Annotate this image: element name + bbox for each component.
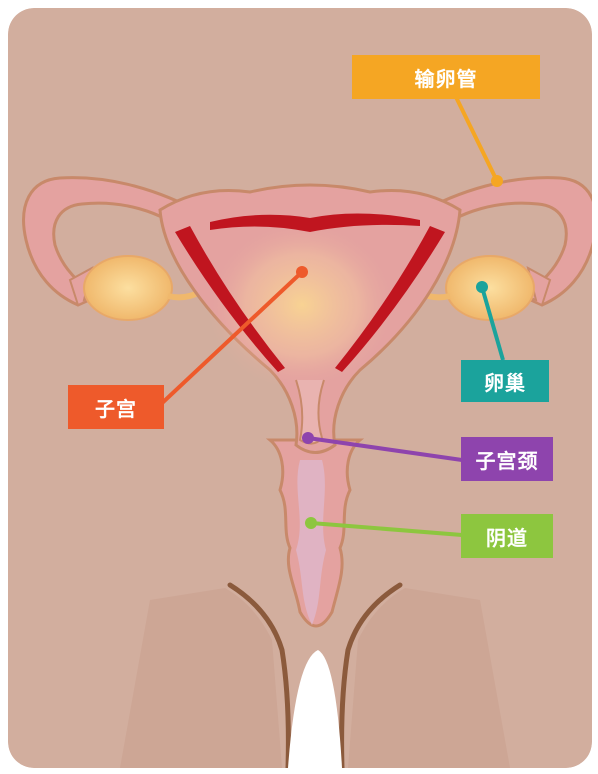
ovary-label: 卵巢 xyxy=(461,360,549,402)
uterus-dot xyxy=(296,266,308,278)
uterus-label: 子宫 xyxy=(68,385,164,429)
vagina-label: 阴道 xyxy=(461,514,553,558)
cervix-dot xyxy=(302,432,314,444)
fallopian-tube-label: 输卵管 xyxy=(352,55,540,99)
vagina-dot xyxy=(305,517,317,529)
fallopian-tube-dot xyxy=(491,175,503,187)
left-ovary xyxy=(84,256,172,320)
ovary-dot xyxy=(476,281,488,293)
cervix-label: 子宫颈 xyxy=(461,437,553,481)
